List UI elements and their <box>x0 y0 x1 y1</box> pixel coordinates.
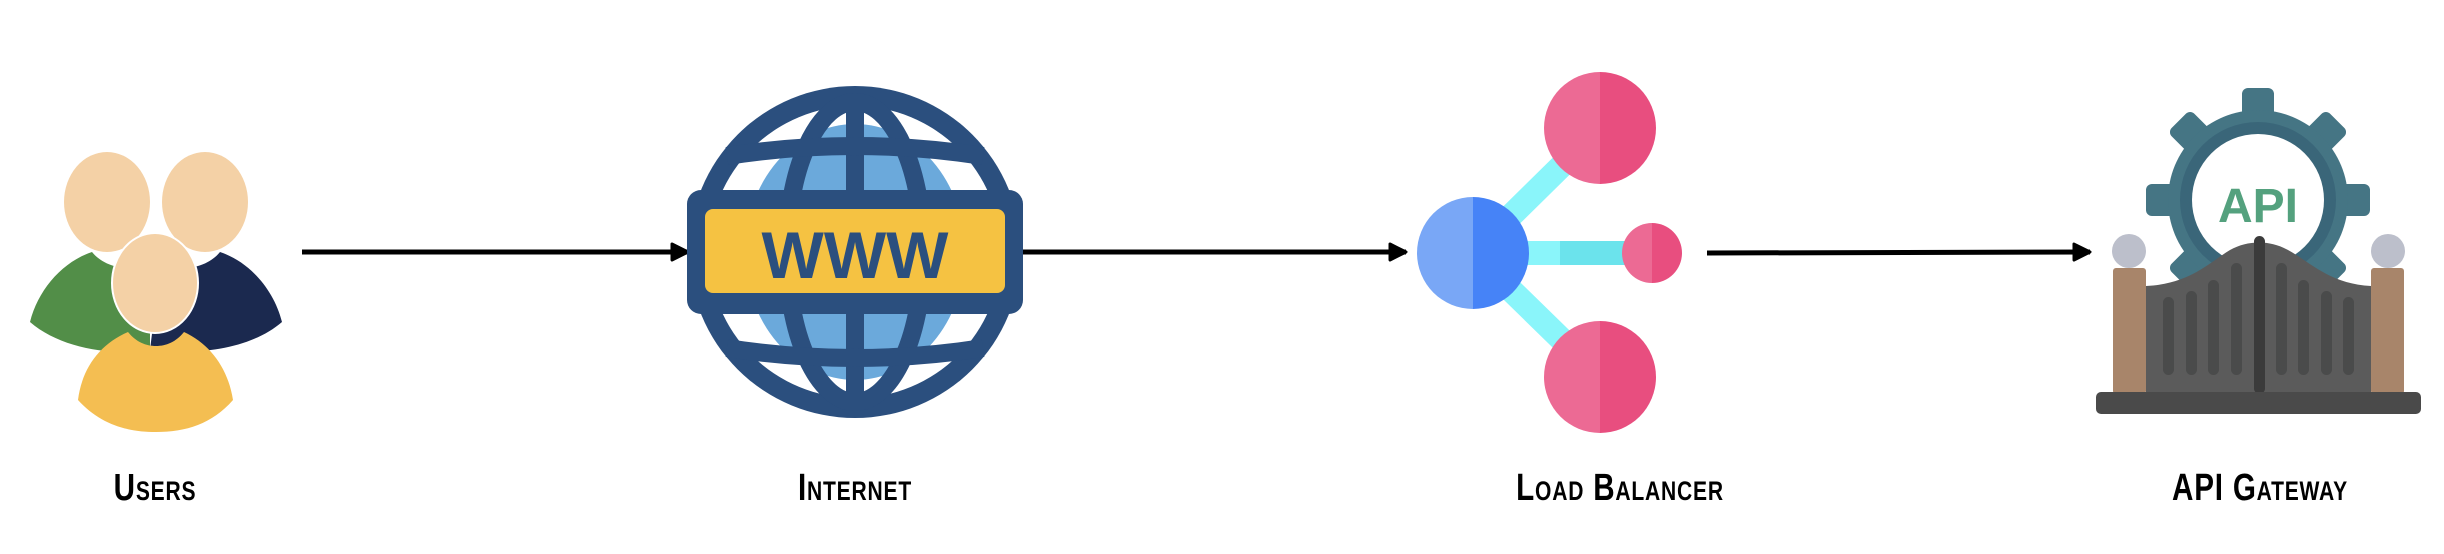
node-label-load-balancer: Load Balancer <box>1516 467 1724 509</box>
node-label-users: Users <box>113 467 197 509</box>
www-text: WWW <box>762 218 950 292</box>
arrow-load-balancer-to-api-gateway <box>1706 242 2092 262</box>
www-globe-icon: WWW <box>687 86 1023 418</box>
api-text: API <box>2218 180 2298 233</box>
node-label-internet: Internet <box>798 467 912 509</box>
node-label-api-gateway: API Gateway <box>2172 467 2348 509</box>
